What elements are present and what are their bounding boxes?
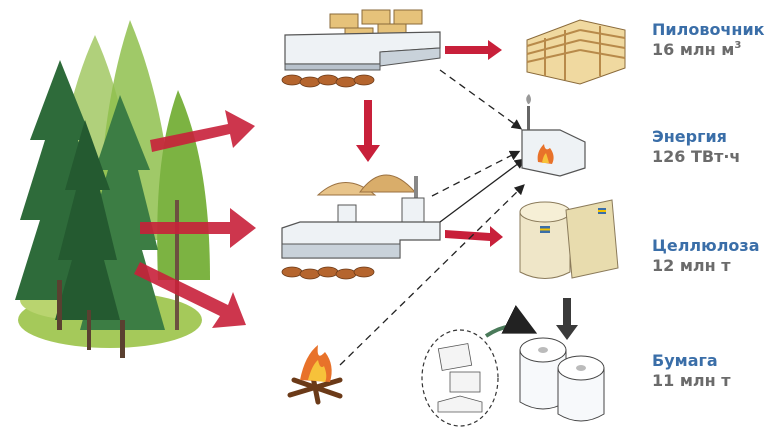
pulp-mill-to-energy-dashed-arrow (431, 150, 521, 197)
product-label-lumber: Пиловочник 16 млн м3 (652, 20, 765, 60)
pulp-mill-to-pulp-arrow (445, 226, 503, 247)
campfire-icon (287, 345, 343, 405)
sawmill-icon (281, 9, 441, 88)
sawmill-to-lumber-arrow (445, 40, 502, 60)
paper-rolls-to-products-arrow (484, 304, 538, 338)
paper-products-icon (421, 329, 499, 427)
product-name: Энергия (652, 127, 727, 146)
product-name: Целлюлоза (652, 236, 760, 255)
forest-icon (15, 20, 210, 358)
pulp-bales-icon (519, 199, 619, 279)
product-label-pulp: Целлюлоза 12 млн т (652, 236, 760, 276)
paper-rolls-icon (519, 337, 605, 422)
product-name: Бумага (652, 351, 718, 370)
product-value: 126 ТВт·ч (652, 147, 741, 166)
power-plant-icon (521, 94, 586, 177)
product-label-paper: Бумага 11 млн т (652, 351, 731, 391)
sawmill-to-energy-arrow (439, 69, 523, 130)
product-name: Пиловочник (652, 20, 765, 39)
product-value: 11 млн т (652, 371, 731, 390)
forest-to-sawmill-arrow (150, 110, 255, 152)
pulp-to-paper-arrow (556, 298, 578, 340)
sawmill-to-pulp-mill-arrow (356, 100, 380, 162)
forest-to-pulp-mill-arrow (140, 208, 256, 248)
product-value: 16 млн м3 (652, 39, 742, 59)
product-label-energy: Энергия 126 ТВт·ч (652, 127, 740, 167)
product-value: 12 млн т (652, 256, 731, 275)
pulp-mill-icon (281, 174, 441, 280)
unit-superscript: 3 (734, 39, 742, 51)
pulp-mill-to-energy-arrow (439, 158, 526, 223)
forest-to-fuel-arrow (134, 262, 246, 328)
fuel-to-energy-arrow (339, 184, 525, 366)
lumber-stack-icon (526, 19, 626, 85)
